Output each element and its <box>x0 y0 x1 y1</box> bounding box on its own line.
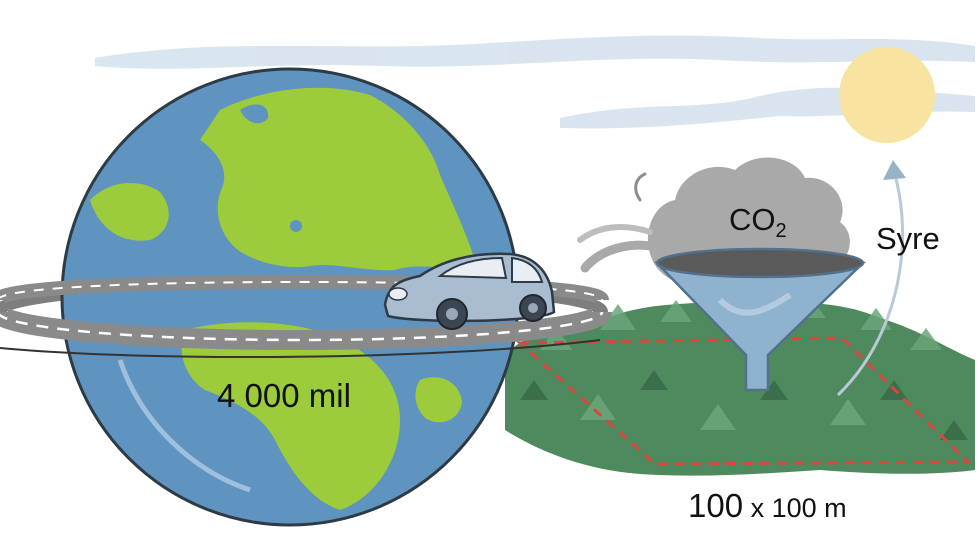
car-icon <box>383 252 556 330</box>
forest-icon <box>505 294 975 476</box>
arrow-up-icon <box>836 160 906 397</box>
earth-icon <box>60 67 520 527</box>
oxygen-label: Syre <box>876 221 940 256</box>
area-label: 100 x 100 m <box>688 487 847 524</box>
distance-label: 4 000 mil <box>217 377 351 414</box>
funnel-icon <box>654 247 867 392</box>
plot-boundary <box>516 336 972 466</box>
road-front <box>0 274 612 359</box>
co2-label: CO2 <box>729 202 787 242</box>
sun-icon <box>839 47 935 143</box>
